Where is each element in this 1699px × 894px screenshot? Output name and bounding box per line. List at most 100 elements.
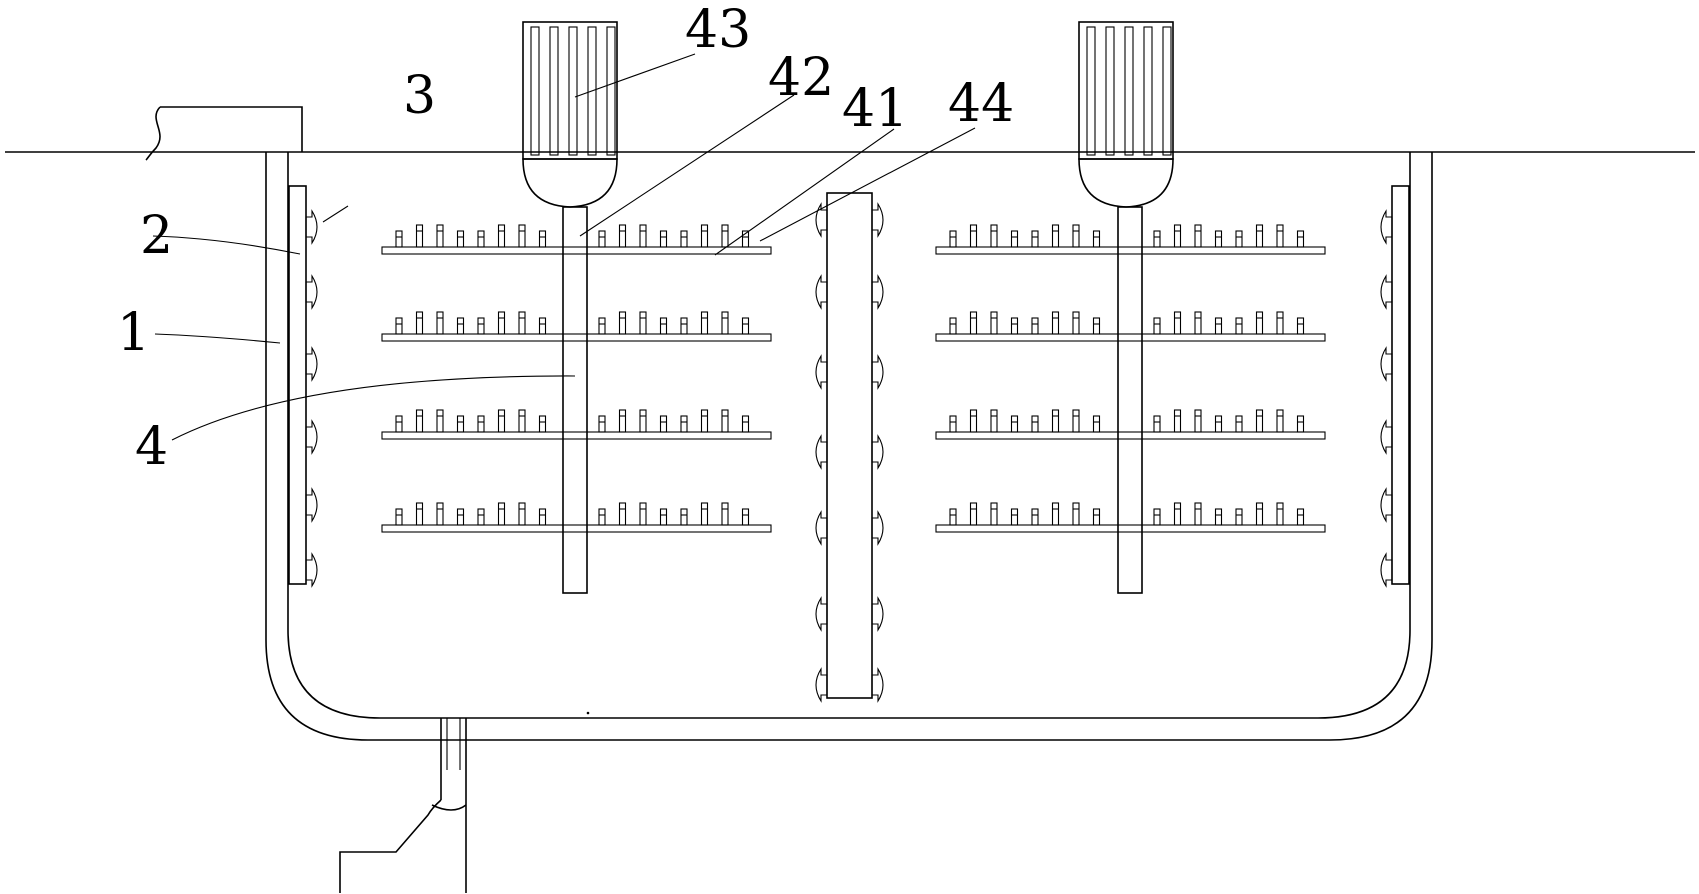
- brush-bristle: [1051, 311, 1060, 335]
- motor-fin: [568, 26, 578, 156]
- brush-bristle: [477, 317, 485, 335]
- brush-bristle: [1214, 317, 1223, 335]
- nozzle: [305, 487, 318, 523]
- brush-bristle: [436, 311, 444, 335]
- brush-bristle: [518, 224, 526, 248]
- motor-fin: [1143, 26, 1153, 156]
- tank-outer-wall: [265, 152, 1433, 741]
- brush-bristle: [436, 502, 444, 526]
- brush-bristle: [721, 502, 729, 526]
- brush-bristle: [395, 317, 403, 335]
- brush-bristle: [721, 409, 729, 433]
- brush-bristle: [436, 224, 444, 248]
- nozzle: [305, 346, 318, 382]
- brush-bristle: [949, 508, 957, 526]
- leader-lines: [152, 53, 976, 441]
- right-plate: [1391, 185, 1410, 585]
- right-motor: [1078, 21, 1174, 208]
- paddle-bar: [935, 224, 1326, 255]
- label-1: 1: [117, 303, 150, 363]
- brush-bristle: [1255, 311, 1264, 335]
- brush-bristle: [518, 311, 526, 335]
- nozzle: [871, 510, 884, 546]
- motor-fin: [606, 26, 616, 156]
- brush-bristle: [1051, 224, 1060, 248]
- nozzle: [815, 434, 828, 470]
- brush-bristle: [538, 415, 547, 433]
- brush-bristle: [659, 317, 668, 335]
- brush-bristle: [639, 224, 647, 248]
- right-shaft: [1117, 206, 1143, 594]
- brush-bristle: [721, 311, 729, 335]
- brush-bristle: [1214, 415, 1223, 433]
- brush-bristle: [497, 224, 506, 248]
- motor-fin: [530, 26, 540, 156]
- brush-bristle: [598, 508, 606, 526]
- brush-bristle: [477, 230, 485, 248]
- brush-bristle: [949, 230, 957, 248]
- nozzle: [815, 510, 828, 546]
- brush-bristle: [639, 311, 647, 335]
- label-42: 42: [768, 48, 834, 108]
- brush-bristle: [1092, 508, 1101, 526]
- brush-bristle: [1010, 317, 1019, 335]
- nozzle: [1380, 552, 1393, 588]
- brush-bristle: [700, 409, 709, 433]
- paddle-bar: [381, 409, 772, 440]
- label-43: 43: [685, 0, 751, 60]
- brush-bristle: [700, 224, 709, 248]
- brush-bristle: [598, 317, 606, 335]
- brush-bristle: [639, 502, 647, 526]
- motor-fin: [1124, 26, 1134, 156]
- brush-bristle: [1235, 415, 1243, 433]
- brush-bristle: [1051, 502, 1060, 526]
- brush-bristle: [436, 409, 444, 433]
- brush-bristle: [680, 415, 688, 433]
- brush-bristle: [741, 415, 750, 433]
- brush-bristle: [1296, 415, 1305, 433]
- paddle-bar: [381, 502, 772, 533]
- nozzle: [1380, 419, 1393, 455]
- brush-bristle: [456, 230, 465, 248]
- brush-bristle: [477, 508, 485, 526]
- brush-bristle: [700, 311, 709, 335]
- brush-bristle: [990, 224, 998, 248]
- brush-bristle: [680, 317, 688, 335]
- brush-bristle: [1031, 230, 1039, 248]
- nozzle: [815, 202, 828, 238]
- brush-bristle: [456, 415, 465, 433]
- brush-bristle: [497, 409, 506, 433]
- brush-bristle: [1194, 409, 1202, 433]
- brush-bristle: [949, 415, 957, 433]
- brush-bristle: [395, 230, 403, 248]
- brush-bristle: [518, 409, 526, 433]
- label-2: 2: [140, 206, 173, 266]
- brush-bristle: [680, 230, 688, 248]
- brush-bristle: [1092, 317, 1101, 335]
- brush-bristle: [456, 508, 465, 526]
- brush-bristle: [1072, 409, 1080, 433]
- nozzle: [871, 434, 884, 470]
- nozzle: [305, 552, 318, 588]
- brush-bristle: [969, 224, 978, 248]
- label-4: 4: [135, 417, 168, 477]
- brush-bristle: [969, 311, 978, 335]
- brush-bristle: [1031, 317, 1039, 335]
- brush-bristle: [598, 415, 606, 433]
- brush-bristle: [721, 224, 729, 248]
- brush-bristle: [1214, 230, 1223, 248]
- brush-bristle: [598, 230, 606, 248]
- brush-bristle: [1194, 224, 1202, 248]
- brush-bristle: [659, 508, 668, 526]
- brush-bristle: [1072, 502, 1080, 526]
- brush-bristle: [1173, 502, 1182, 526]
- brush-bristle: [700, 502, 709, 526]
- left-motor: [522, 21, 618, 208]
- brush-bristle: [659, 230, 668, 248]
- nozzle: [1380, 209, 1393, 245]
- nozzle: [305, 274, 318, 310]
- nozzle: [871, 667, 884, 703]
- motor-fin: [1105, 26, 1115, 156]
- brush-bristle: [1031, 508, 1039, 526]
